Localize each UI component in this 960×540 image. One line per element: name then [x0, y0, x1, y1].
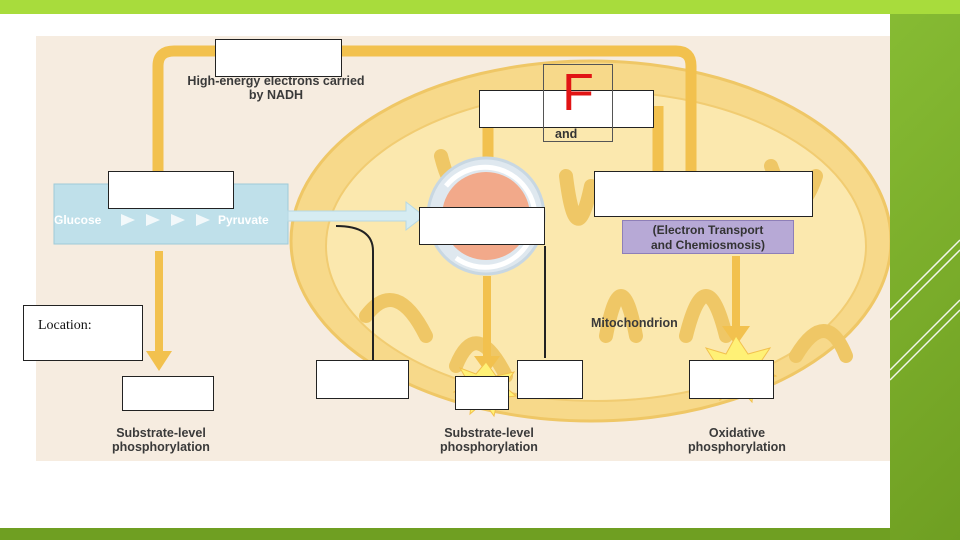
- connector-line-left: [335, 225, 374, 360]
- oxidative-line2: phosphorylation: [688, 440, 786, 454]
- location-box[interactable]: Location:: [23, 305, 143, 361]
- blank-box-bottom-3[interactable]: [455, 376, 509, 410]
- oxidative-line1: Oxidative: [708, 426, 766, 440]
- pyruvate-arrow: [287, 200, 425, 232]
- mitochondrion-label: Mitochondrion: [591, 316, 678, 330]
- and-label: and: [555, 127, 578, 141]
- blank-box-bottom-right[interactable]: [689, 360, 774, 399]
- blank-box-glycolysis[interactable]: [108, 171, 234, 209]
- blank-box-top-left[interactable]: [215, 39, 342, 77]
- nadh-label: High-energy electrons carried by NADH: [187, 74, 365, 102]
- top-accent-bar: [0, 0, 960, 14]
- glucose-flow-arrows: [121, 214, 210, 226]
- substrate-level-label-mid: Substrate-level phosphorylation: [414, 426, 564, 454]
- bottom-accent-bar: [0, 528, 890, 540]
- substrate-left-line2: phosphorylation: [112, 440, 210, 454]
- location-label: Location:: [38, 318, 92, 333]
- letter-f-label: F: [543, 64, 613, 142]
- substrate-level-label-left: Substrate-level phosphorylation: [86, 426, 236, 454]
- glucose-label: Glucose: [54, 213, 102, 227]
- blank-box-etc[interactable]: [594, 171, 813, 217]
- blank-box-cycle[interactable]: [419, 207, 545, 245]
- substrate-mid-line1: Substrate-level: [444, 426, 534, 440]
- etc-line1: (Electron Transport: [652, 223, 764, 237]
- blank-box-bottom-left[interactable]: [122, 376, 214, 411]
- blank-box-bottom-1[interactable]: [316, 360, 409, 399]
- blank-box-bottom-2[interactable]: [517, 360, 583, 399]
- substrate-mid-line2: phosphorylation: [440, 440, 538, 454]
- etc-line2: and Chemiosmosis): [650, 238, 766, 252]
- diagram-artwork: [53, 45, 890, 423]
- oxidative-label: Oxidative phosphorylation: [662, 426, 812, 454]
- substrate-left-line1: Substrate-level: [116, 426, 206, 440]
- decorative-lines: [890, 239, 960, 381]
- pyruvate-label: Pyruvate: [218, 213, 269, 227]
- etc-label-box: (Electron Transport and Chemiosmosis): [622, 220, 794, 254]
- blank-box-top-center[interactable]: [479, 90, 654, 128]
